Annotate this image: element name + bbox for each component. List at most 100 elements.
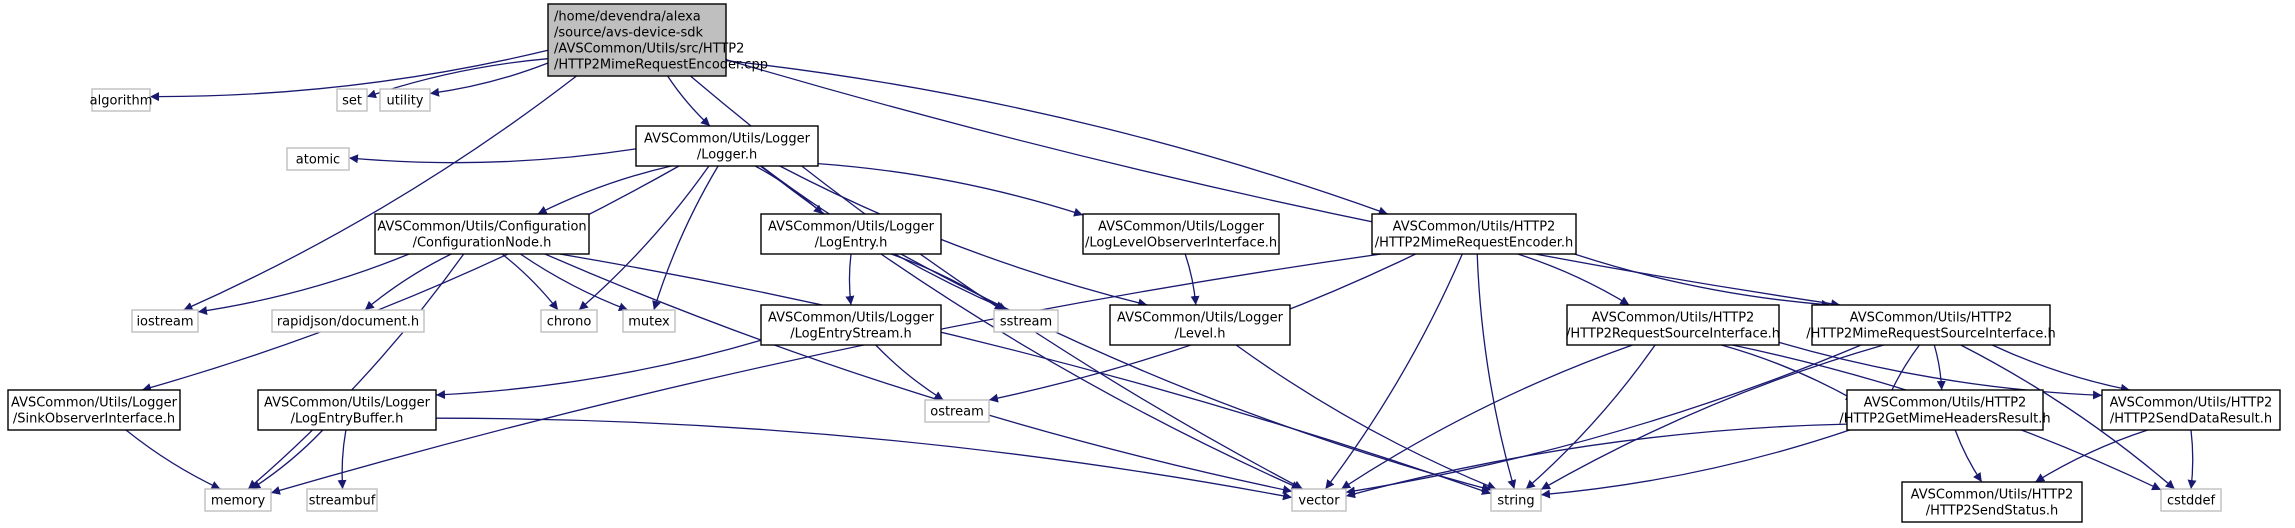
node-label-sinkobs-line-0: AVSCommon/Utils/Logger: [11, 396, 178, 411]
node-label-level-line-1: /Level.h: [1174, 327, 1225, 342]
edge-main-to-logger: [667, 75, 711, 127]
node-label-reqsrc-line-0: AVSCommon/Utils/HTTP2: [1592, 311, 1755, 326]
node-box-logentry: [760, 213, 942, 255]
node-label-chrono-line-0: chrono: [547, 315, 592, 330]
node-label-senddata-line-1: /HTTP2SendDataResult.h: [2110, 412, 2272, 427]
edge-reqsrc-to-vector: [1340, 344, 1633, 490]
node-main[interactable]: /home/devendra/alexa/source/avs-device-s…: [547, 3, 768, 77]
edge-main-to-algorithm: [149, 49, 549, 102]
node-label-sendstatus-line-0: AVSCommon/Utils/HTTP2: [1911, 488, 2074, 503]
node-senddata[interactable]: AVSCommon/Utils/HTTP2/HTTP2SendDataResul…: [2101, 389, 2281, 431]
node-box-sendstatus: [1901, 481, 2083, 523]
edge-encoder-to-string: [1476, 253, 1517, 490]
edge-confnode-to-chrono: [501, 253, 559, 311]
node-label-iostream-line-0: iostream: [136, 315, 193, 330]
node-label-logentrystream-line-0: AVSCommon/Utils/Logger: [768, 311, 935, 326]
node-label-loglevelobs-line-0: AVSCommon/Utils/Logger: [1098, 220, 1265, 235]
node-box-level: [1109, 304, 1291, 346]
node-box-logentrystream: [760, 304, 942, 346]
edge-getmime-to-vector: [1345, 423, 1848, 499]
edge-logentrybuffer-to-memory: [250, 429, 324, 490]
node-label-main-line-2: /AVSCommon/Utils/src/HTTP2: [554, 42, 744, 57]
node-chrono: chrono: [540, 309, 598, 333]
edge-reqsrc-to-senddata: [1778, 341, 2103, 400]
node-label-logentry-line-1: /LogEntry.h: [815, 236, 888, 251]
node-label-encoder-line-0: AVSCommon/Utils/HTTP2: [1393, 220, 1556, 235]
node-label-logentrybuffer-line-0: AVSCommon/Utils/Logger: [264, 396, 431, 411]
node-logger[interactable]: AVSCommon/Utils/Logger/Logger.h: [635, 125, 819, 167]
node-confnode[interactable]: AVSCommon/Utils/Configuration/Configurat…: [374, 213, 590, 255]
node-label-rapidjson-line-0: rapidjson/document.h: [277, 315, 419, 330]
node-box-utility: [379, 88, 431, 112]
node-label-reqsrc-line-1: /HTTP2RequestSourceInterface.h: [1566, 327, 1780, 342]
node-layer: /home/devendra/alexa/source/avs-device-s…: [7, 3, 2281, 523]
node-logentry[interactable]: AVSCommon/Utils/Logger/LogEntry.h: [760, 213, 942, 255]
node-label-set-line-0: set: [342, 94, 362, 109]
edge-loglevelobs-to-level: [1184, 253, 1200, 306]
node-label-logentrystream-line-1: /LogEntryStream.h: [790, 327, 912, 342]
edge-logger-to-mutex: [652, 165, 719, 311]
node-reqsrc[interactable]: AVSCommon/Utils/HTTP2/HTTP2RequestSource…: [1566, 304, 1780, 346]
node-label-main-line-3: /HTTP2MimeRequestEncoder.cpp: [554, 58, 768, 73]
edge-logentrybuffer-to-vector: [435, 417, 1293, 501]
edge-logentrystream-to-logentrybuffer: [435, 339, 762, 400]
edge-logger-to-confnode: [537, 165, 672, 215]
edge-mimereqsrc-to-string: [1540, 344, 1884, 491]
node-logentrybuffer[interactable]: AVSCommon/Utils/Logger/LogEntryBuffer.h: [257, 389, 437, 431]
edge-encoder-to-mimereqsrc: [1574, 253, 1831, 309]
edge-logger-to-chrono: [578, 165, 710, 311]
node-ostream: ostream: [924, 399, 990, 423]
edge-mimereqsrc-to-cstddef: [1960, 344, 2176, 490]
node-sendstatus[interactable]: AVSCommon/Utils/HTTP2/HTTP2SendStatus.h: [1901, 481, 2083, 523]
edge-confnode-to-rapidjson: [364, 253, 452, 311]
node-logentrystream[interactable]: AVSCommon/Utils/Logger/LogEntryStream.h: [760, 304, 942, 346]
edge-sinkobs-to-memory: [125, 429, 221, 490]
node-box-senddata: [2101, 389, 2281, 431]
node-box-string: [1490, 488, 1542, 512]
node-label-algorithm-line-0: algorithm: [90, 94, 153, 109]
node-label-logentry-line-0: AVSCommon/Utils/Logger: [768, 220, 935, 235]
edge-encoder-to-reqsrc: [1517, 253, 1630, 306]
node-box-memory: [204, 488, 272, 512]
node-atomic: atomic: [286, 147, 350, 171]
edge-senddata-to-cstddef: [2187, 429, 2197, 490]
edge-mimereqsrc-to-vector: [1345, 344, 1862, 496]
node-box-iostream: [131, 309, 199, 333]
node-loglevelobs[interactable]: AVSCommon/Utils/Logger/LogLevelObserverI…: [1082, 213, 1280, 255]
edge-logger-to-loglevelobs: [817, 162, 1084, 217]
node-box-atomic: [286, 147, 350, 171]
edge-level-to-string: [1235, 344, 1497, 490]
node-label-main-line-1: /source/avs-device-sdk: [554, 26, 703, 41]
node-box-cstddef: [2160, 488, 2222, 512]
node-label-atomic-line-0: atomic: [296, 153, 340, 168]
edge-mimereqsrc-to-getmime: [1933, 344, 1946, 391]
node-string: string: [1490, 488, 1542, 512]
node-iostream: iostream: [131, 309, 199, 333]
node-box-chrono: [540, 309, 598, 333]
node-label-logentrybuffer-line-1: /LogEntryBuffer.h: [291, 412, 404, 427]
node-mutex: mutex: [622, 309, 676, 333]
node-box-main: [547, 3, 727, 77]
node-label-level-line-0: AVSCommon/Utils/Logger: [1117, 311, 1284, 326]
edge-reqsrc-to-cstdint: [1721, 344, 1856, 401]
node-mimereqsrc[interactable]: AVSCommon/Utils/HTTP2/HTTP2MimeRequestSo…: [1806, 304, 2056, 346]
node-label-getmime-line-1: /HTTP2GetMimeHeadersResult.h: [1839, 412, 2050, 427]
node-label-sstream-line-0: sstream: [1000, 315, 1052, 330]
node-box-mutex: [622, 309, 676, 333]
edge-logger-to-sinkobs: [141, 165, 680, 392]
node-label-loglevelobs-line-1: /LogLevelObserverInterface.h: [1085, 236, 1277, 251]
node-getmime[interactable]: AVSCommon/Utils/HTTP2/HTTP2GetMimeHeader…: [1839, 389, 2051, 431]
node-algorithm: algorithm: [90, 88, 153, 112]
node-box-getmime: [1846, 389, 2044, 431]
node-rapidjson: rapidjson/document.h: [271, 309, 425, 333]
edge-logger-to-level: [779, 165, 1148, 308]
node-label-confnode-line-1: /ConfigurationNode.h: [413, 236, 552, 251]
node-sinkobs[interactable]: AVSCommon/Utils/Logger/SinkObserverInter…: [7, 389, 181, 431]
node-box-mimereqsrc: [1811, 304, 2051, 346]
edge-logentry-to-string: [900, 253, 1492, 493]
edge-logentry-to-logentrystream: [845, 253, 855, 306]
node-level[interactable]: AVSCommon/Utils/Logger/Level.h: [1109, 304, 1291, 346]
node-encoder[interactable]: AVSCommon/Utils/HTTP2/HTTP2MimeRequestEn…: [1371, 213, 1577, 255]
node-label-string-line-0: string: [1497, 494, 1534, 509]
node-label-main-line-0: /home/devendra/alexa: [554, 10, 701, 25]
